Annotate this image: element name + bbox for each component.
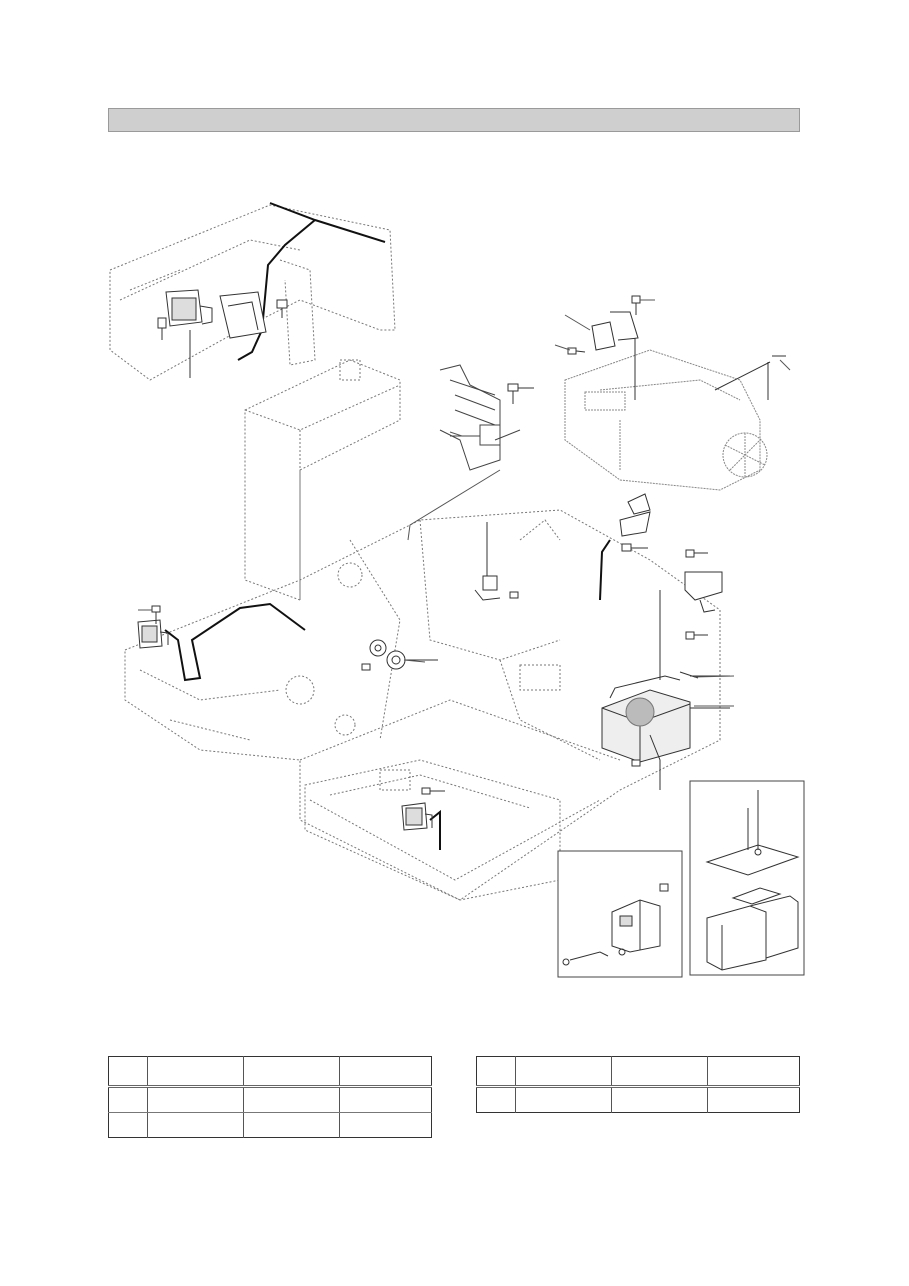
horn-icon xyxy=(369,639,438,670)
hood-switch-icon xyxy=(619,493,651,537)
table-row xyxy=(109,1112,432,1138)
table-cell xyxy=(243,1086,340,1113)
table-cell xyxy=(707,1056,800,1088)
fuse-relay-detail xyxy=(562,899,661,966)
wire-harness-top xyxy=(237,202,386,361)
wire-engine-ground xyxy=(714,355,786,400)
table-cell xyxy=(109,1113,148,1138)
parts-table-right xyxy=(476,1056,800,1113)
bolt-icon xyxy=(157,317,167,340)
bolt-icon xyxy=(631,759,641,767)
parts-table-left xyxy=(108,1056,432,1138)
wire-harness-right xyxy=(599,539,611,601)
table-cell xyxy=(339,1056,432,1088)
table-cell xyxy=(147,1086,244,1113)
control-valve-sketch xyxy=(439,364,521,471)
table-cell xyxy=(243,1112,340,1138)
bolt-icon xyxy=(659,883,669,892)
bolt-icon xyxy=(361,663,371,671)
table-cell xyxy=(108,1086,148,1113)
table-row xyxy=(477,1086,800,1113)
battery-detail xyxy=(705,790,800,971)
battery-icon xyxy=(601,671,730,790)
table-cell xyxy=(707,1086,800,1113)
upper-frame-sketch xyxy=(124,509,721,901)
bolt-icon xyxy=(685,631,708,640)
bolt-icon xyxy=(421,787,445,795)
hydraulic-tank-sketch xyxy=(244,359,401,601)
table-cell xyxy=(243,1056,340,1088)
table-header-row xyxy=(108,1056,432,1088)
table-cell xyxy=(611,1056,708,1088)
table-cell xyxy=(108,1056,148,1088)
table-cell xyxy=(339,1086,432,1113)
work-light-icon xyxy=(137,619,169,649)
section-title-bar xyxy=(108,108,800,132)
table-cell xyxy=(477,1087,516,1113)
table-cell xyxy=(515,1056,612,1088)
wire-harness-left xyxy=(164,602,306,682)
table-row xyxy=(108,1086,432,1113)
table-cell xyxy=(147,1056,244,1088)
engine-sensor-icon xyxy=(567,311,639,400)
bolt-icon xyxy=(685,549,708,558)
table-cell xyxy=(611,1086,708,1113)
work-light-icon xyxy=(165,289,267,378)
table-cell xyxy=(476,1056,516,1088)
bolt-icon xyxy=(151,605,161,624)
relay-icon xyxy=(474,522,501,601)
battery-relay-bracket xyxy=(659,571,723,680)
wire-harness-lower xyxy=(429,809,441,850)
leader-lines xyxy=(138,299,791,707)
table-cell xyxy=(339,1112,432,1138)
bolt-icon xyxy=(631,295,655,315)
bolt-icon xyxy=(621,543,648,552)
lower-frame-sketch xyxy=(304,759,561,901)
table-header-row xyxy=(476,1056,800,1088)
table-cell xyxy=(147,1112,244,1138)
bolt-icon xyxy=(507,383,534,404)
table-cell xyxy=(515,1086,612,1113)
bolt-icon xyxy=(276,299,288,318)
bolt-icon xyxy=(567,347,577,355)
engine-sketch xyxy=(564,349,768,491)
work-light-icon xyxy=(401,802,433,831)
bolt-icon xyxy=(509,591,519,599)
